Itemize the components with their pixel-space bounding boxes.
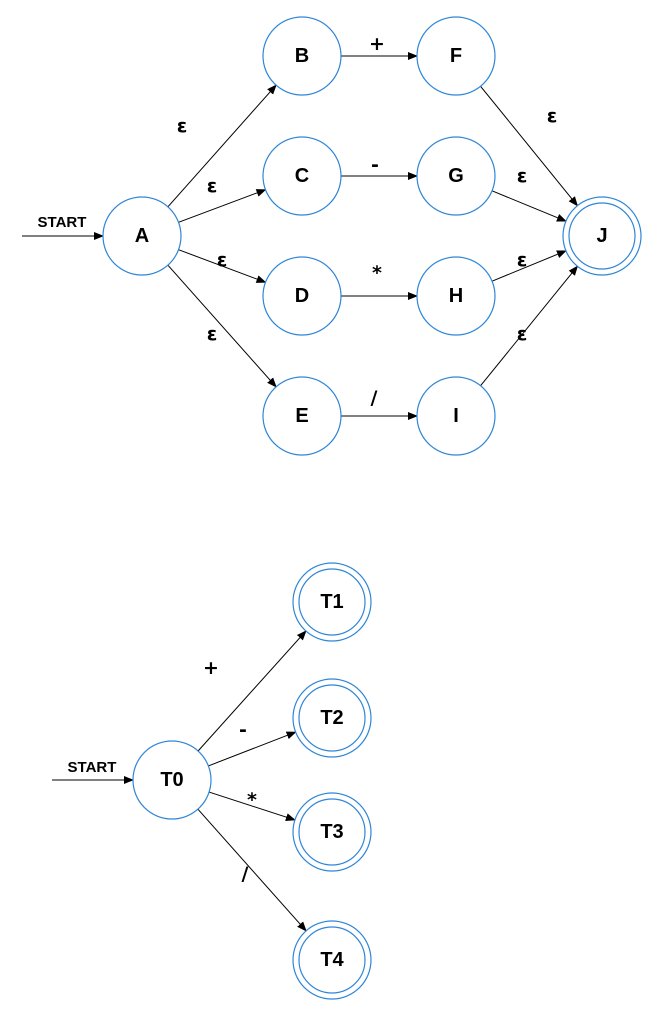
state-label: F [450,45,462,67]
edge-i-j [480,265,579,387]
state-label: T2 [320,707,343,729]
edge-label-a-e: ε [207,323,218,345]
state-t2: T2 [292,678,372,758]
state-circle [262,376,342,456]
state-label: J [596,225,607,247]
state-label: G [448,165,464,187]
edge-label-t0-t4: / [242,863,249,885]
edge-a-e [167,264,277,388]
edge-g-j [491,190,567,222]
state-circle [416,136,496,216]
accepting-ring [298,798,366,866]
edge-a-b [167,84,277,208]
state-label: A [135,225,149,247]
edge-label-i-j: ε [517,323,528,345]
state-circle [262,256,342,336]
edge-label-e-i: / [371,387,378,409]
edge-label-d-h: * [372,262,382,284]
start-label: START [38,214,87,231]
state-t3: T3 [292,792,372,872]
edge-label-g-j: ε [517,165,528,187]
state-c: C [262,136,342,216]
state-a: A [102,196,182,276]
accepting-ring [298,926,366,994]
edge-label-f-j: ε [547,105,558,127]
state-label: B [295,45,309,67]
state-f: F [416,16,496,96]
state-label: I [453,405,459,427]
state-label: H [449,285,463,307]
edge-label-b-f: + [369,33,385,55]
edge-h-j [491,250,567,282]
edge-t0-t2 [208,731,297,767]
edge-label-c-g: - [371,154,379,176]
edge-f-j [480,85,579,207]
accepting-ring [298,684,366,752]
state-label: D [295,285,309,307]
state-label: T3 [320,821,343,843]
edge-a-c [178,189,267,223]
state-label: E [295,405,308,427]
state-label: T0 [160,769,183,791]
state-t4: T4 [292,920,372,1000]
start-label: START [68,759,117,776]
edge-label-t0-t2: - [239,719,247,741]
state-circle [416,256,496,336]
state-circle [262,16,342,96]
state-circle [416,376,496,456]
edge-t0-t1 [197,630,307,752]
state-label: C [295,165,309,187]
edge-label-h-j: ε [517,249,528,271]
state-i: I [416,376,496,456]
state-t1: T1 [292,562,372,642]
edge-label-t0-t1: + [203,657,219,679]
state-circle [262,136,342,216]
state-t0: T0 [132,740,212,820]
state-circle [416,16,496,96]
state-e: E [262,376,342,456]
edge-label-a-b: ε [177,115,188,137]
edge-a-d [178,249,267,283]
state-g: G [416,136,496,216]
state-d: D [262,256,342,336]
edge-label-a-c: ε [207,175,218,197]
state-label: T1 [320,591,343,613]
state-circle [102,196,182,276]
edge-t0-t3 [208,791,296,821]
state-label: T4 [320,949,344,971]
state-circle [132,740,212,820]
edge-label-a-d: ε [217,249,228,271]
state-j: J [562,196,642,276]
accepting-ring [298,568,366,636]
accepting-ring [568,202,636,270]
state-b: B [262,16,342,96]
state-h: H [416,256,496,336]
edge-t0-t4 [197,808,307,932]
edge-label-t0-t3: * [247,789,257,811]
